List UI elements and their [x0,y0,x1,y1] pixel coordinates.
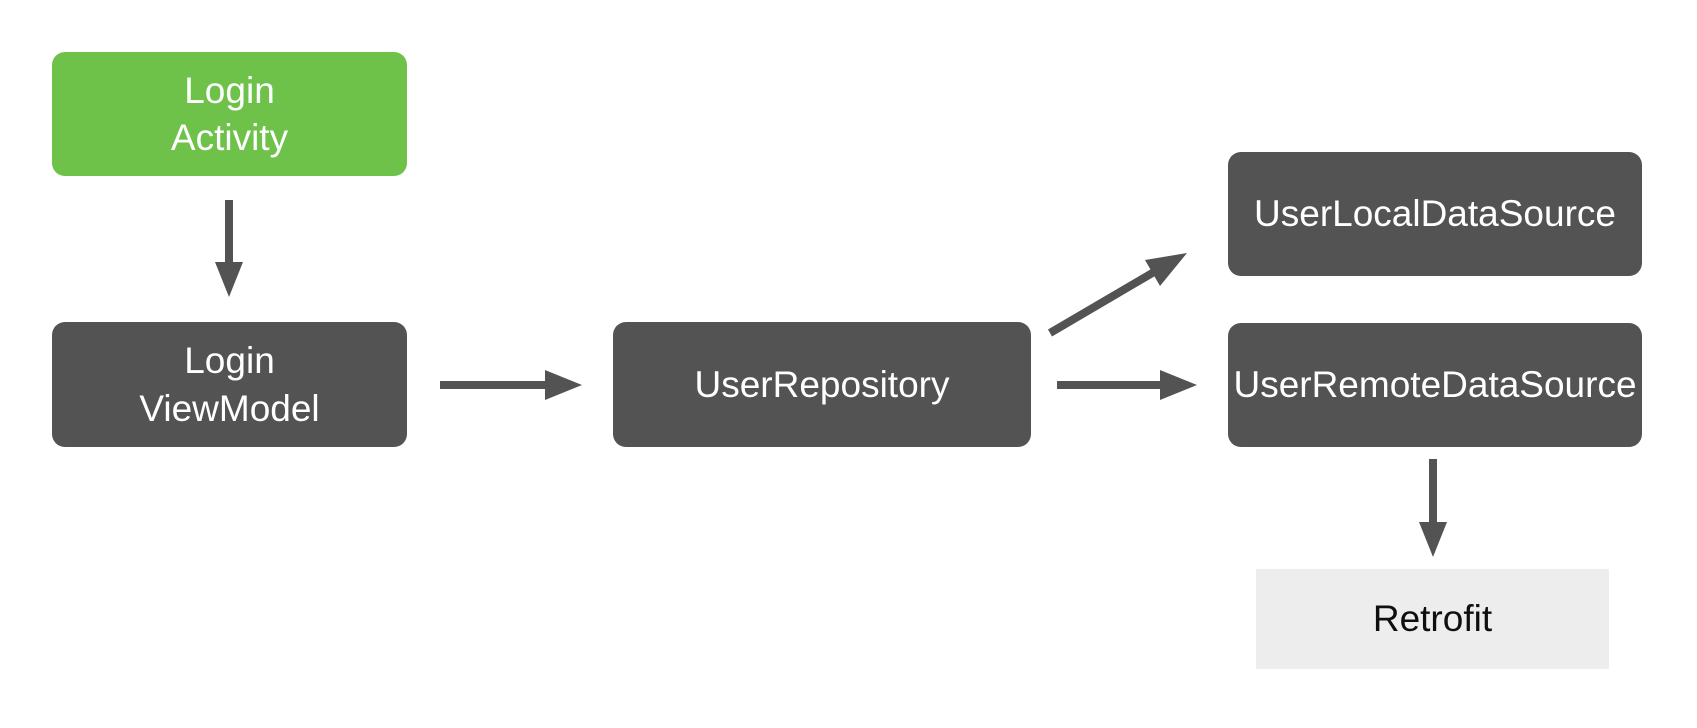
node-user-local-datasource: UserLocalDataSource [1228,152,1642,276]
node-login-activity: Login Activity [52,52,407,176]
arrow-head-icon [215,262,243,297]
node-user-remote-datasource: UserRemoteDataSource [1228,323,1642,447]
node-retrofit-label: Retrofit [1372,598,1493,640]
arrow-shaft [1047,268,1157,337]
arrow-head-icon [1419,522,1447,557]
node-user-remote-datasource-label: UserRemoteDataSource [1233,364,1637,406]
arrow-head-icon [1145,253,1187,286]
arrow-user-repository-to-user-local-datasource [1047,253,1187,337]
node-login-viewmodel: Login ViewModel [52,322,407,447]
node-login-activity-label: Login Activity [170,69,289,158]
arrow-login-viewmodel-to-user-repository [440,370,582,400]
node-user-repository: UserRepository [613,322,1031,447]
arrow-login-activity-to-login-viewmodel [215,200,243,297]
arrow-user-repository-to-user-remote-datasource [1057,370,1197,400]
node-login-viewmodel-label: Login ViewModel [139,340,320,429]
arrow-user-remote-datasource-to-retrofit [1419,459,1447,557]
arrow-head-icon [1160,370,1197,400]
node-retrofit: Retrofit [1256,569,1609,669]
node-user-repository-label: UserRepository [694,363,950,405]
node-user-local-datasource-label: UserLocalDataSource [1254,193,1616,235]
arrow-head-icon [545,370,582,400]
